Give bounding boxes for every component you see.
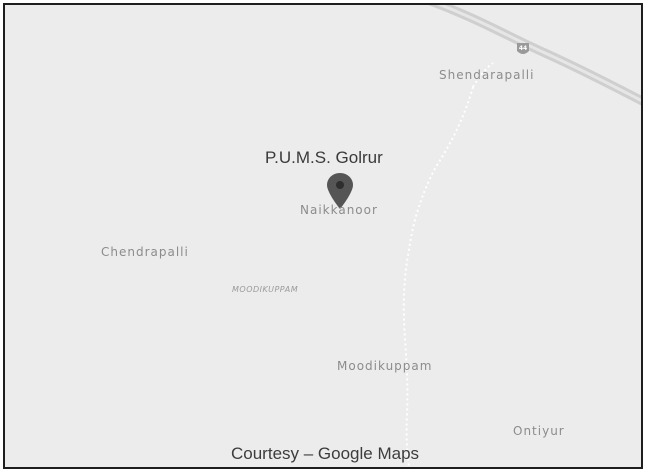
place-title: P.U.M.S. Golrur [265, 148, 383, 167]
courtesy-caption: Courtesy – Google Maps [231, 444, 420, 463]
village-label-ontiyur: Ontiyur [513, 424, 565, 438]
village-label-chendrapalli: Chendrapalli [101, 245, 189, 259]
map-frame: 44 Shendarapalli P.U.M.S. Golrur Naikkan… [3, 3, 643, 469]
highway-shield-icon: 44 [517, 43, 529, 54]
highway-number: 44 [519, 45, 527, 52]
village-label-shendarapalli: Shendarapalli [439, 68, 535, 82]
highway-road-center [436, 5, 641, 103]
map-canvas[interactable]: 44 [5, 5, 641, 467]
minor-road-spur [472, 62, 494, 88]
area-label-moodikuppam: MOODIKUPPAM [232, 285, 299, 294]
minor-road [402, 86, 474, 467]
highway-road [428, 5, 641, 106]
village-label-naikkanoor: Naikkanoor [300, 203, 378, 217]
location-pin-icon[interactable] [327, 173, 353, 209]
village-label-moodikuppam: Moodikuppam [337, 359, 433, 373]
